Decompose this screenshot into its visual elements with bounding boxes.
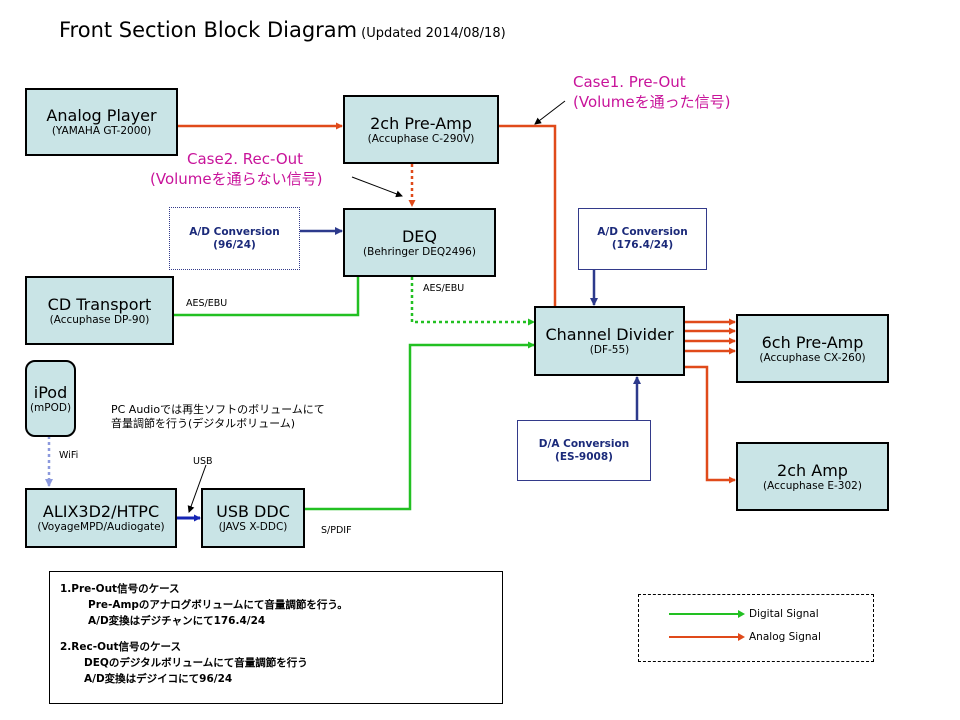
- case1-title: Case1. Pre-Out: [573, 73, 686, 91]
- wire-ddc-to-divider: [305, 341, 535, 511]
- label-aes-ebu-cd: AES/EBU: [186, 298, 228, 309]
- wire-preamp-to-divider: [499, 124, 557, 306]
- pointer-case1: [534, 100, 566, 125]
- legend-digital: Digital Signal: [669, 608, 819, 620]
- conversion-spec: (ES-9008): [555, 450, 613, 463]
- block-name: ALIX3D2/HTPC: [42, 502, 160, 521]
- block-model: (VoyageMPD/Audiogate): [37, 521, 165, 533]
- case2-annotation: Case2. Rec-Out (Volumeを通らない信号): [150, 149, 323, 189]
- block-6ch-preamp: 6ch Pre-Amp (Accuphase CX-260): [736, 314, 889, 383]
- legend-analog-label: Analog Signal: [749, 631, 821, 643]
- notes-pre-out-line1: Pre-Ampのアナログボリュームにて音量調節を行う。: [88, 599, 348, 611]
- notes-pre-out-line2: A/D変換はデジチャンにて176.4/24: [88, 615, 266, 627]
- pc-note-line2: 音量調節を行う(デジタルボリューム): [111, 417, 296, 430]
- block-name: 6ch Pre-Amp: [761, 332, 864, 352]
- case1-annotation: Case1. Pre-Out (Volumeを通った信号): [573, 72, 731, 112]
- block-name: Channel Divider: [545, 325, 674, 344]
- wire-divider-to-2ch-amp: [685, 365, 736, 484]
- block-deq: DEQ (Behringer DEQ2496): [343, 208, 496, 277]
- block-2ch-amp: 2ch Amp (Accuphase E-302): [736, 442, 889, 511]
- block-name: USB DDC: [216, 502, 290, 521]
- pc-audio-note: PC Audioでは再生ソフトのボリュームにて 音量調節を行う(デジタルボリュー…: [111, 403, 325, 431]
- title-updated: (Updated 2014/08/18): [361, 26, 506, 41]
- notes-rec-out-line2: A/D変換はデジイコにて96/24: [84, 673, 233, 685]
- pointer-usb: [187, 464, 207, 513]
- block-model: (mPOD): [29, 401, 72, 414]
- block-model: (Accuphase DP-90): [49, 313, 150, 326]
- legend: Digital Signal Analog Signal: [638, 594, 874, 662]
- conversion-spec: (176.4/24): [611, 239, 674, 251]
- legend-analog: Analog Signal: [669, 631, 821, 643]
- block-model: (Accuphase CX-260): [759, 351, 866, 364]
- pointer-case2: [351, 176, 403, 198]
- block-model: (Accuphase E-302): [763, 479, 862, 492]
- block-alix: ALIX3D2/HTPC (VoyageMPD/Audiogate): [25, 488, 177, 548]
- block-cd-transport: CD Transport (Accuphase DP-90): [25, 276, 174, 345]
- case1-desc: (Volumeを通った信号): [573, 93, 731, 111]
- label-wifi: WiFi: [59, 450, 79, 461]
- label-usb: USB: [193, 456, 213, 467]
- diagram-title: Front Section Block Diagram(Updated 2014…: [59, 18, 506, 42]
- block-name: iPod: [33, 382, 68, 402]
- block-name: 2ch Pre-Amp: [370, 113, 472, 133]
- conversion-ad-divider: A/D Conversion (176.4/24): [578, 208, 707, 270]
- wire-cd-to-deq: [172, 277, 360, 317]
- title-main: Front Section Block Diagram: [59, 18, 358, 42]
- label-spdif: S/PDIF: [321, 525, 352, 536]
- label-aes-ebu-deq: AES/EBU: [423, 283, 465, 294]
- conversion-label: A/D Conversion: [189, 225, 280, 238]
- notes-rec-out-line1: DEQのデジタルボリュームにて音量調節を行う: [84, 657, 308, 669]
- notes-pre-out-title: 1.Pre-Out信号のケース: [60, 583, 180, 595]
- conversion-da-divider: D/A Conversion (ES-9008): [517, 420, 651, 481]
- block-model: (Behringer DEQ2496): [363, 245, 476, 258]
- block-channel-divider: Channel Divider (DF-55): [534, 306, 685, 376]
- legend-digital-line: [669, 609, 745, 618]
- block-name: 2ch Amp: [777, 460, 848, 480]
- block-usb-ddc: USB DDC (JAVS X-DDC): [201, 488, 305, 548]
- block-model: (Accuphase C-290V): [367, 132, 475, 145]
- conversion-label: D/A Conversion: [538, 437, 630, 450]
- pc-note-line1: PC Audioでは再生ソフトのボリュームにて: [111, 403, 325, 416]
- block-model: (YAMAHA GT-2000): [51, 125, 152, 137]
- case2-title: Case2. Rec-Out: [187, 150, 304, 168]
- notes-box: 1.Pre-Out信号のケース Pre-Ampのアナログボリュームにて音量調節を…: [49, 571, 503, 704]
- legend-analog-line: [669, 632, 745, 641]
- block-model: (DF-55): [589, 344, 630, 356]
- block-analog-player: Analog Player (YAMAHA GT-2000): [25, 88, 178, 156]
- block-ipod: iPod (mPOD): [25, 360, 76, 437]
- block-2ch-preamp: 2ch Pre-Amp (Accuphase C-290V): [343, 95, 499, 164]
- wire-deq-to-divider: [410, 277, 535, 326]
- conversion-ad-deq: A/D Conversion (96/24): [169, 207, 300, 270]
- block-name: DEQ: [401, 226, 438, 246]
- case2-desc: (Volumeを通らない信号): [150, 170, 323, 188]
- block-name: Analog Player: [46, 106, 157, 125]
- notes-rec-out-title: 2.Rec-Out信号のケース: [60, 641, 181, 653]
- block-model: (JAVS X-DDC): [218, 521, 288, 533]
- conversion-label: A/D Conversion: [597, 226, 688, 238]
- legend-digital-label: Digital Signal: [749, 608, 819, 620]
- conversion-spec: (96/24): [213, 238, 256, 251]
- block-name: CD Transport: [47, 294, 152, 314]
